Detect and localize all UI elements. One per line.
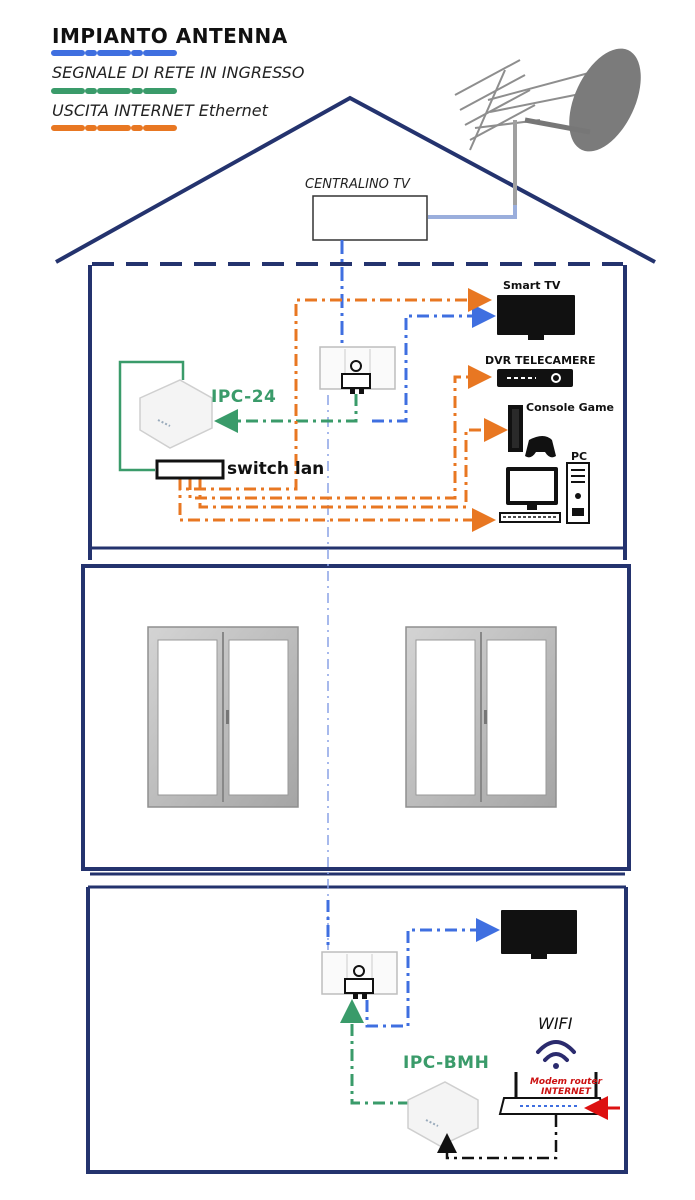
modem-label: Modem router INTERNET <box>529 1077 603 1097</box>
black-link-router <box>437 1115 558 1160</box>
centralino-tv-box <box>312 195 428 241</box>
tv-icon <box>501 910 577 959</box>
blue-link-smarttv <box>372 304 496 423</box>
legend-lines <box>51 50 183 131</box>
green-link-ipcbmh <box>340 999 410 1105</box>
ipc24-label: IPC-24 <box>211 387 277 407</box>
monitor-icon <box>506 467 558 510</box>
centralino-label: CENTRALINO TV <box>305 177 410 192</box>
gamepad-icon <box>525 436 556 458</box>
ethernet-lines <box>178 288 508 532</box>
pc-tower-icon <box>566 462 590 524</box>
antenna-cable <box>428 205 517 219</box>
keyboard-icon <box>499 512 561 523</box>
switch-lan-box <box>155 459 225 480</box>
console-icon <box>508 405 523 452</box>
dvr-icon <box>497 369 573 387</box>
blue-link-tv-lower <box>365 918 500 1028</box>
powerline-adapter-icon <box>139 379 213 449</box>
pc-label: PC <box>571 450 588 463</box>
legend-title: IMPIANTO ANTENNA <box>52 24 288 48</box>
router-icon <box>498 1072 606 1115</box>
console-label: Console Game <box>526 401 614 414</box>
legend-item-network: SEGNALE DI RETE IN INGRESSO <box>52 63 305 82</box>
tv-icon <box>497 295 575 340</box>
green-link-ipc24 <box>214 394 358 433</box>
window-icon <box>405 626 557 808</box>
wifi-icon <box>536 1040 576 1069</box>
legend-item-ethernet: USCITA INTERNET Ethernet <box>52 101 268 120</box>
green-link-switch <box>118 360 185 472</box>
ipcbmh-label: IPC-BMH <box>403 1053 490 1073</box>
house-outline <box>55 95 656 1174</box>
smart-tv-label: Smart TV <box>503 279 561 292</box>
satellite-dish-icon <box>524 48 641 152</box>
wall-socket-icon <box>319 346 396 394</box>
powerline-adapter-icon <box>407 1081 479 1147</box>
window-icon <box>147 626 299 808</box>
switch-label: switch lan <box>227 459 325 479</box>
dvr-label: DVR TELECAMERE <box>485 354 596 367</box>
wall-socket-icon <box>321 951 398 999</box>
wifi-label: WIFI <box>538 1014 573 1033</box>
